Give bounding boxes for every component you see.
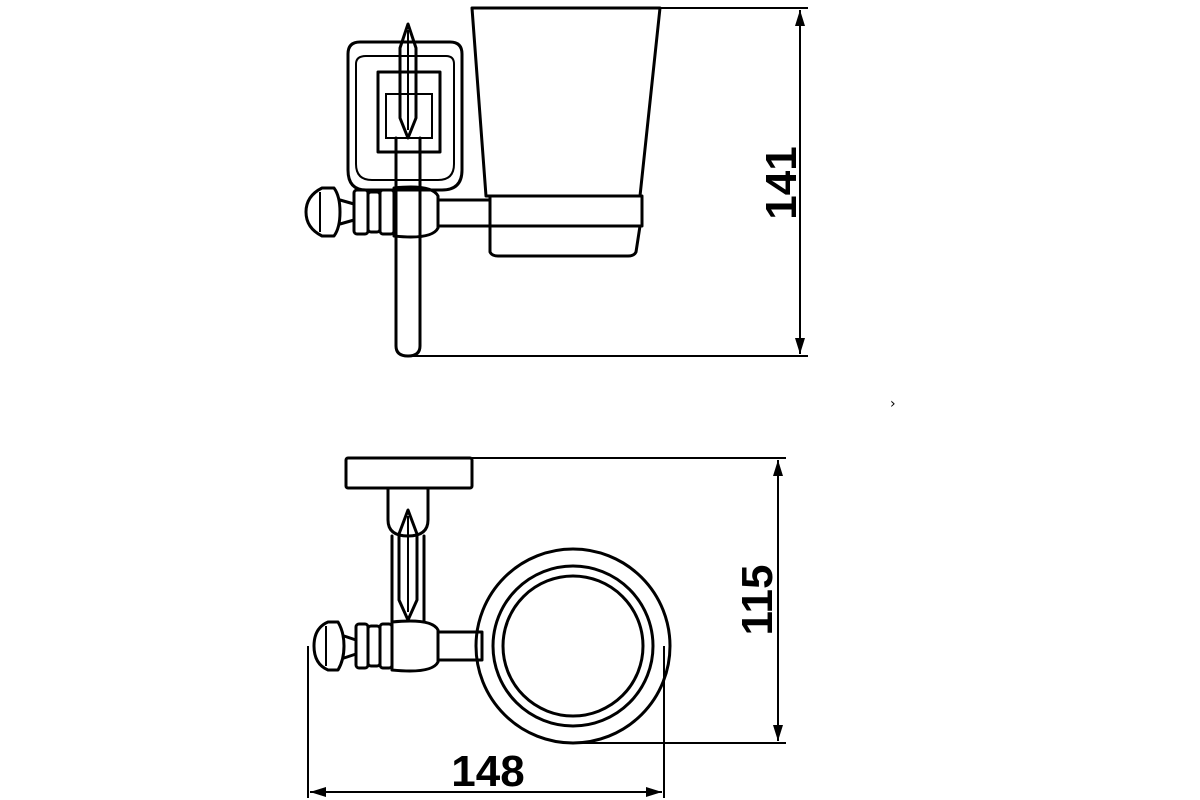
arm-rod <box>436 198 492 228</box>
dimension-141: 141 <box>410 7 808 357</box>
arrow-115-bottom <box>773 725 783 741</box>
wall-plate <box>346 40 464 192</box>
top-collar-ring-2 <box>366 624 382 668</box>
arrow-148-right <box>646 787 662 797</box>
spike-top <box>398 22 418 140</box>
dimension-115: 115 <box>472 457 786 744</box>
barrel <box>392 185 440 239</box>
arrow-115-top <box>773 460 783 476</box>
top-barrel <box>390 619 440 673</box>
top-collar-ring-1 <box>354 622 370 670</box>
side-view <box>304 6 662 358</box>
top-view <box>312 456 672 745</box>
arrow-148-left <box>310 787 326 797</box>
tumbler-base <box>488 224 642 258</box>
top-knob <box>312 620 346 672</box>
dimension-label-141: 141 <box>757 146 806 219</box>
collar-ring-1 <box>352 188 370 236</box>
collar-ring-3 <box>378 188 396 236</box>
collar-ring-2 <box>366 190 382 234</box>
holder-ring-mid <box>491 564 655 728</box>
tumbler <box>470 6 662 198</box>
dimension-label-148: 148 <box>451 747 524 796</box>
holder-ring-inner <box>501 574 645 718</box>
vertical-post <box>394 136 422 358</box>
knob-neck <box>338 198 356 226</box>
holder-ring-outer <box>474 547 672 745</box>
knob <box>304 186 342 238</box>
top-arm-rod <box>436 630 484 662</box>
stray-mark: › <box>890 396 896 412</box>
dimension-148: 148 <box>307 646 665 798</box>
arrow-top <box>795 10 805 26</box>
tumbler-holder <box>488 194 644 228</box>
wall-plate-inner <box>355 55 455 181</box>
top-wall-plate <box>344 456 474 490</box>
arrow-bottom <box>795 338 805 354</box>
top-knob-neck <box>342 634 358 660</box>
dimension-label-115: 115 <box>733 565 782 636</box>
top-collar-ring-3 <box>378 622 394 670</box>
